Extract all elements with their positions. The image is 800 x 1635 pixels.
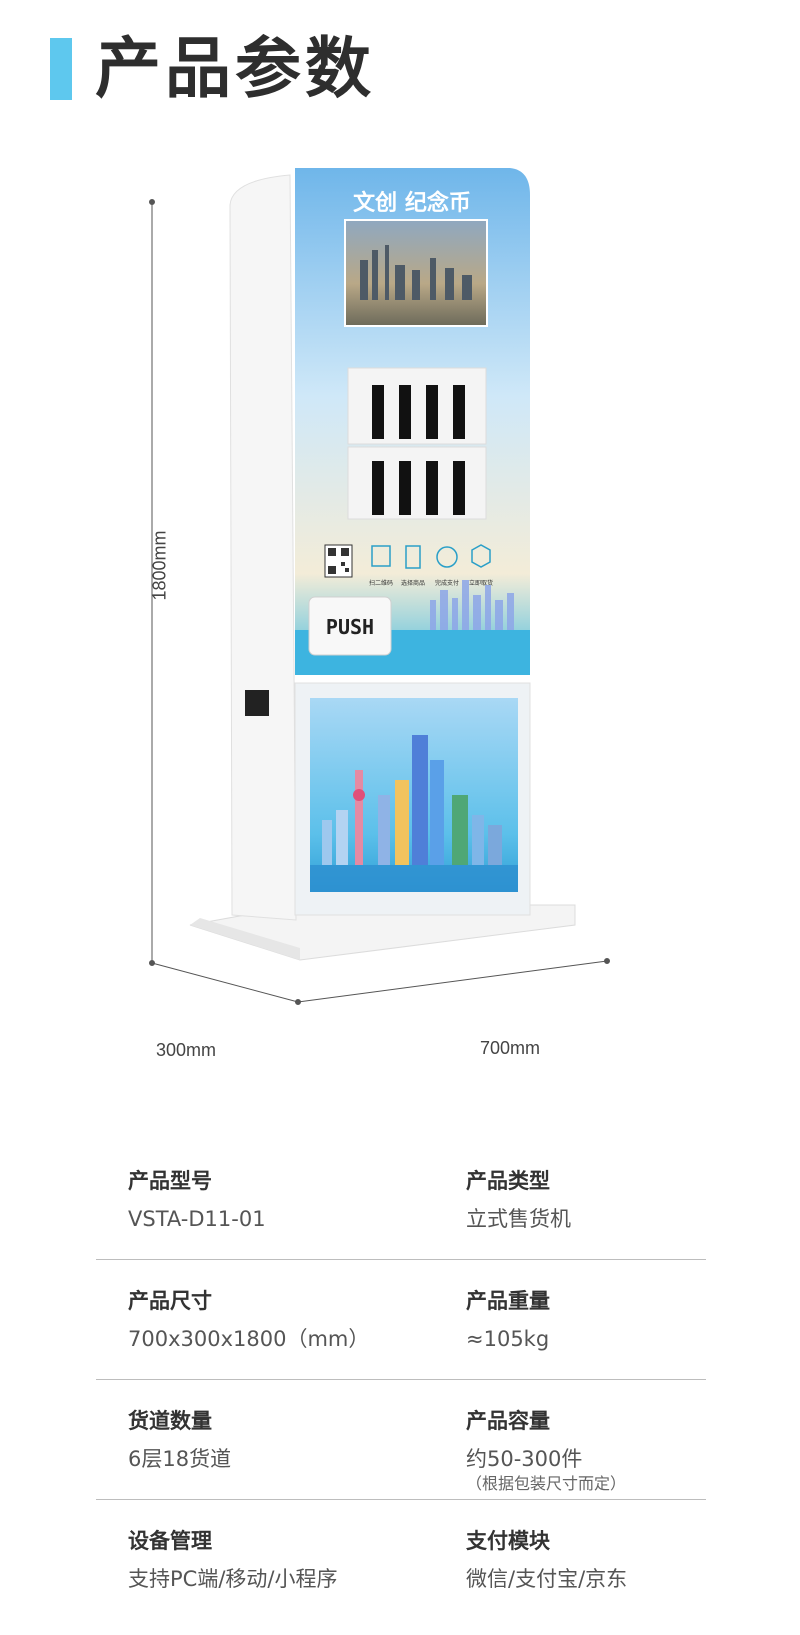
spec-row: 产品尺寸 700x300x1800（mm） 产品重量 ≈105kg [96,1260,706,1380]
step-1: 扫二维码 [369,579,393,587]
spec-value: 约50-300件 [466,1447,583,1471]
spec-note: （根据包装尺寸而定） [466,1474,627,1493]
page-title: 产品参数 [95,30,375,107]
spec-cell: 设备管理 支持PC端/移动/小程序 [128,1526,337,1594]
lower-skyline [322,735,502,865]
spec-value: 立式售货机 [466,1207,571,1231]
spec-label: 产品尺寸 [128,1289,212,1313]
spec-label: 产品重量 [466,1289,550,1313]
width-dimension: 700mm [480,1038,541,1058]
spec-value: 支持PC端/移动/小程序 [128,1567,338,1591]
spec-cell: 产品重量 ≈105kg [466,1286,550,1354]
dimension-lines [149,199,610,1005]
spec-cell: 产品类型 立式售货机 [466,1166,571,1234]
spec-value: 700x300x1800（mm） [128,1327,370,1351]
spec-cell: 产品容量 约50-300件 （根据包装尺寸而定） [466,1406,626,1494]
spec-value: 6层18货道 [128,1447,232,1471]
spec-label: 支付模块 [466,1529,550,1553]
step-3: 完成支付 [435,579,459,587]
spec-value: 微信/支付宝/京东 [466,1567,628,1591]
vending-machine-drawing: 文创 纪念币 [149,168,610,1005]
step-2: 选择商品 [401,579,425,587]
spec-row: 设备管理 支持PC端/移动/小程序 支付模块 微信/支付宝/京东 [96,1500,706,1620]
spec-label: 产品型号 [128,1169,212,1193]
spec-label: 设备管理 [128,1529,212,1553]
spec-row: 产品型号 VSTA-D11-01 产品类型 立式售货机 [96,1140,706,1260]
title-accent-bar [50,38,72,100]
step-4: 立即取货 [469,579,493,587]
spec-row: 货道数量 6层18货道 产品容量 约50-300件 （根据包装尺寸而定） [96,1380,706,1500]
product-illustration: 文创 纪念币 [0,140,800,1060]
spec-cell: 产品尺寸 700x300x1800（mm） [128,1286,369,1354]
spec-table: 产品型号 VSTA-D11-01 产品类型 立式售货机 产品尺寸 700x300… [96,1140,706,1620]
spec-value: ≈105kg [466,1327,550,1351]
spec-cell: 支付模块 微信/支付宝/京东 [466,1526,627,1594]
spec-label: 货道数量 [128,1409,212,1433]
depth-dimension: 300mm [156,1040,217,1060]
height-dimension: 1800mm [149,530,170,601]
spec-cell: 货道数量 6层18货道 [128,1406,231,1474]
spec-value: VSTA-D11-01 [128,1207,266,1231]
spec-label: 产品容量 [466,1409,550,1433]
push-label: PUSH [326,615,374,639]
spec-label: 产品类型 [466,1169,550,1193]
spec-cell: 产品型号 VSTA-D11-01 [128,1166,266,1234]
banner-text: 文创 纪念币 [353,190,471,216]
